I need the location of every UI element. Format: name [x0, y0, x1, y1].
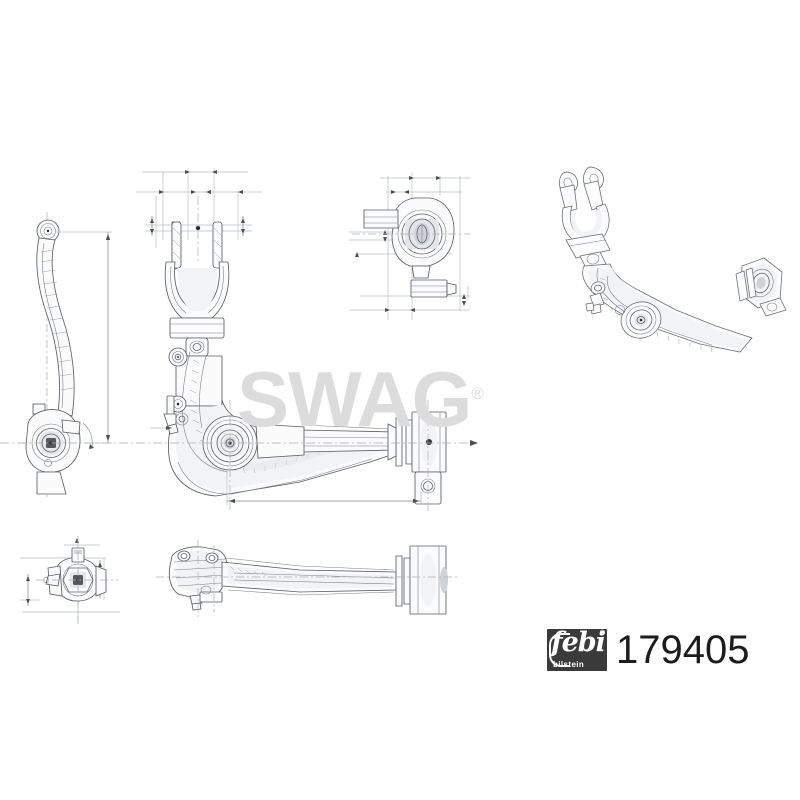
brand-block: febi bilstein ® 179405: [547, 629, 749, 671]
dimension-yoke-width: [146, 216, 252, 236]
dimension-main-length: [226, 472, 422, 505]
main-rear-bushing: [387, 411, 447, 505]
febi-logo-word: febi: [551, 629, 606, 658]
febi-logo-subtitle: bilstein: [553, 660, 585, 669]
main-fork-yoke: [164, 221, 230, 357]
febi-registered-icon: ®: [599, 630, 605, 637]
plan-arm-shaft: [221, 557, 397, 596]
ball-joint-detail-body: [36, 536, 118, 624]
view-plan-view: [156, 540, 460, 618]
view-side-elevation: [20, 212, 112, 500]
view-bushing-detail: [349, 172, 470, 320]
plan-rear-bushing: [395, 545, 448, 615]
iso-arm-body: [582, 263, 753, 353]
side-ball-joint: [25, 409, 81, 495]
iso-fork-yoke: [558, 166, 611, 269]
febi-bilstein-logo: febi bilstein ®: [547, 629, 607, 671]
main-arm-body: [150, 347, 401, 497]
febi-swoosh-icon: [549, 633, 570, 667]
view-isometric-3d: [558, 166, 787, 353]
view-front-elevation-main: [0, 168, 478, 512]
part-number: 179405: [616, 628, 750, 672]
view-ball-joint-detail: [20, 536, 120, 624]
bushing-detail-body: [352, 197, 470, 298]
main-mid-bushing: [168, 347, 188, 367]
iso-stabilizer-bracket: [585, 281, 626, 315]
iso-ball-joint: [620, 301, 662, 339]
iso-rear-bushing: [735, 257, 787, 317]
main-stabilizer-bracket: [150, 395, 189, 435]
